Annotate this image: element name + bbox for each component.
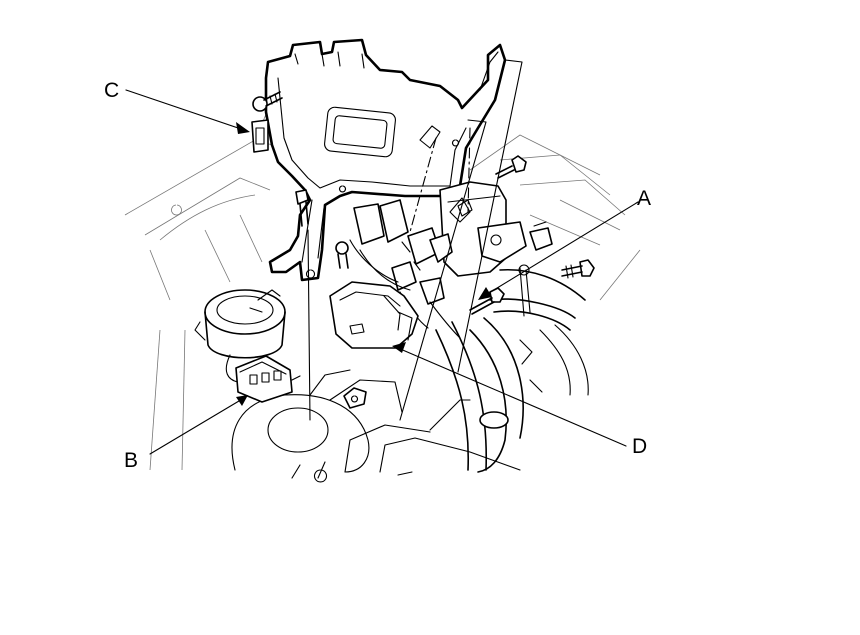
leader-lines — [125, 59, 639, 455]
b-connector — [235, 355, 301, 403]
callout-label-d: D — [632, 435, 648, 458]
callout-label-c: C — [104, 79, 120, 102]
callout-label-b: B — [124, 449, 139, 472]
bolt-bracket-left — [295, 189, 309, 227]
a-bolt — [469, 287, 505, 315]
right-bracket-post — [518, 264, 531, 317]
c-tab — [251, 119, 269, 153]
alignment-lines — [409, 127, 471, 233]
connector-cluster — [349, 199, 461, 339]
right-fitting — [529, 221, 553, 251]
d-plate — [329, 281, 419, 349]
arrowheads — [236, 122, 492, 406]
ecu-unit — [439, 181, 527, 277]
callout-label-a: A — [637, 187, 652, 210]
nut-lower — [343, 387, 367, 409]
bolt-right-lower — [561, 259, 595, 279]
bolt-center — [335, 241, 349, 269]
filter-housing — [194, 289, 286, 383]
hoses — [435, 268, 589, 473]
bolt-upper-left — [252, 91, 283, 112]
